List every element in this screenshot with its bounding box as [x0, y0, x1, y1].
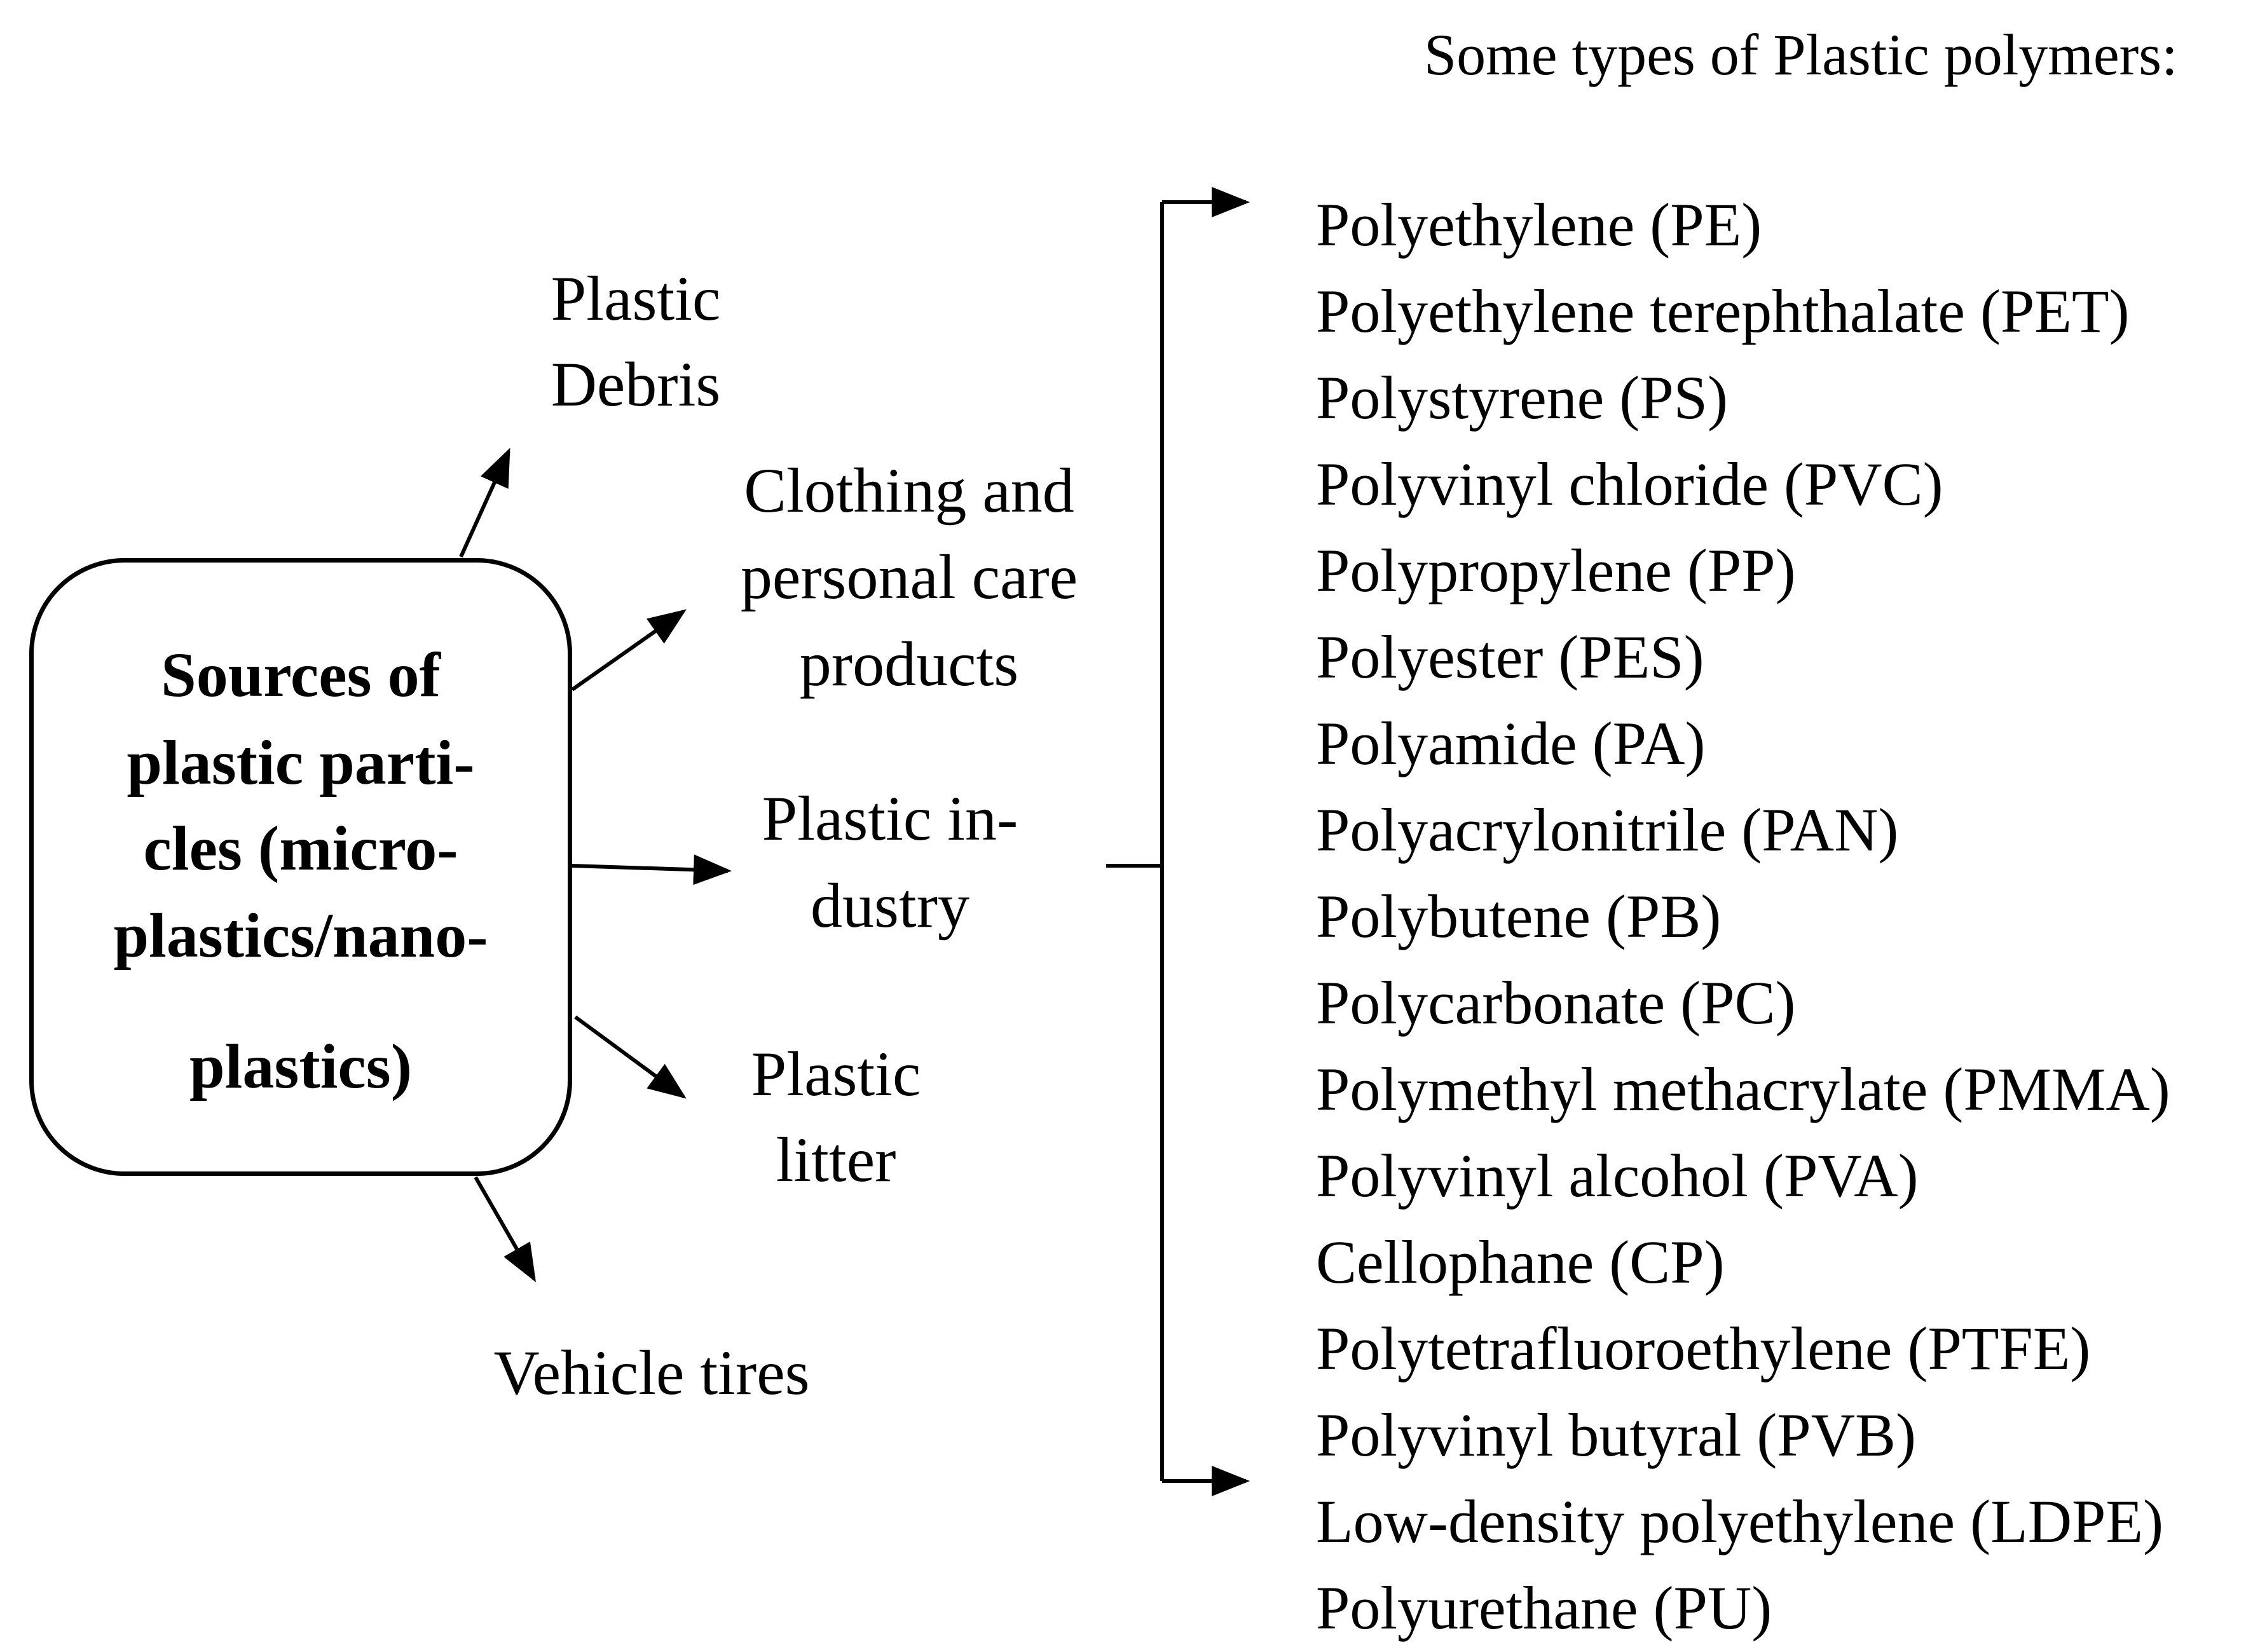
- source-clothing-line-1: Clothing and: [744, 455, 1074, 526]
- polymer-item: Polyethylene (PE): [1316, 191, 1762, 259]
- polymer-item: Polyvinyl butyral (PVB): [1316, 1401, 1917, 1469]
- polymer-item: Polyvinyl alcohol (PVA): [1316, 1142, 1919, 1210]
- polymer-item: Low-density polyethylene (LDPE): [1316, 1487, 2164, 1555]
- source-clothing-line-2: personal care: [740, 542, 1078, 612]
- source-debris-line-2: Debris: [551, 349, 721, 420]
- polymer-item: Polycarbonate (PC): [1316, 969, 1796, 1037]
- polymer-item: Polypropylene (PP): [1316, 536, 1796, 604]
- sources-box-line-3: cles (micro-: [143, 813, 458, 884]
- polymer-item: Polyester (PES): [1316, 623, 1704, 691]
- source-litter-line-2: litter: [776, 1124, 896, 1195]
- source-tires: Vehicle tires: [493, 1337, 810, 1408]
- arrow-to-debris: [459, 447, 510, 558]
- sources-box-line-2: plastic parti-: [127, 727, 475, 798]
- polymer-list-heading: Some types of Plastic polymers:: [1424, 22, 2178, 87]
- polymer-item: Polyethylene terephthalate (PET): [1316, 277, 2130, 345]
- polymer-item: Polytetrafluoroethylene (PTFE): [1316, 1314, 2091, 1382]
- sources-box-line-5: plastics): [189, 1031, 412, 1102]
- arrow-to-industry: [572, 854, 732, 885]
- source-clothing-line-3: products: [799, 629, 1019, 699]
- source-industry-line-1: Plastic in-: [762, 783, 1018, 854]
- polymer-item: Cellophane (CP): [1316, 1228, 1725, 1296]
- source-litter-line-1: Plastic: [751, 1039, 921, 1109]
- polymer-item: Polyurethane (PU): [1316, 1574, 1772, 1642]
- source-industry-line-2: dustry: [811, 870, 969, 941]
- polymer-bracket: [1106, 187, 1250, 1496]
- polymer-item: Polyacrylonitrile (PAN): [1316, 796, 1899, 864]
- arrow-to-litter: [574, 1015, 687, 1099]
- polymer-item: Polyamide (PA): [1316, 709, 1706, 777]
- sources-box-line-4: plastics/nano-: [113, 900, 488, 971]
- polymer-item: Polyvinyl chloride (PVC): [1316, 450, 1943, 518]
- polymer-item: Polymethyl methacrylate (PMMA): [1316, 1055, 2170, 1123]
- polymer-item: Polybutene (PB): [1316, 882, 1722, 950]
- sources-box: [29, 558, 572, 1176]
- arrow-to-clothing: [571, 609, 687, 692]
- polymer-item: Polystyrene (PS): [1316, 364, 1728, 432]
- arrow-to-tires: [474, 1176, 536, 1283]
- source-debris-line-1: Plastic: [551, 263, 721, 334]
- sources-box-line-1: Sources of: [161, 639, 441, 710]
